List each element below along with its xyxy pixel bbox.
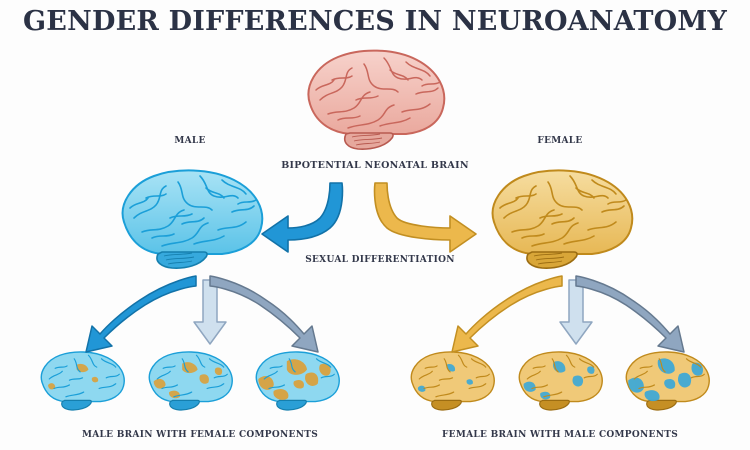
- arrow-female-center: [559, 279, 593, 345]
- male-variant-2: [143, 345, 238, 413]
- label-male-brain-with-female-components: MALE BRAIN WITH FEMALE COMPONENTS: [81, 430, 319, 440]
- female-brain: [482, 162, 642, 270]
- male-brain: [112, 162, 272, 270]
- label-bipotential-neonatal-brain: BIPOTENTIAL NEONATAL BRAIN: [281, 160, 469, 171]
- arrow-male-left: [85, 275, 197, 353]
- male-variant-3: [250, 345, 345, 413]
- female-variant-2: [513, 345, 608, 413]
- arrow-female-right: [575, 275, 685, 353]
- label-female: FEMALE: [537, 136, 583, 146]
- bipotential-neonatal-brain: [298, 42, 453, 154]
- arrow-to-female: [373, 182, 477, 253]
- arrow-female-left: [451, 275, 563, 353]
- female-variant-1: [405, 345, 500, 413]
- label-male: MALE: [174, 136, 206, 146]
- arrow-male-center: [193, 279, 227, 345]
- arrow-male-right: [209, 275, 319, 353]
- male-variant-1: [35, 345, 130, 413]
- label-sexual-differentiation: SEXUAL DIFFERENTIATION: [305, 255, 455, 265]
- label-female-brain-with-male-components: FEMALE BRAIN WITH MALE COMPONENTS: [441, 430, 679, 440]
- page-title: GENDER DIFFERENCES IN NEUROANATOMY: [23, 6, 727, 37]
- female-variant-3: [620, 345, 715, 413]
- arrow-to-male: [261, 182, 344, 253]
